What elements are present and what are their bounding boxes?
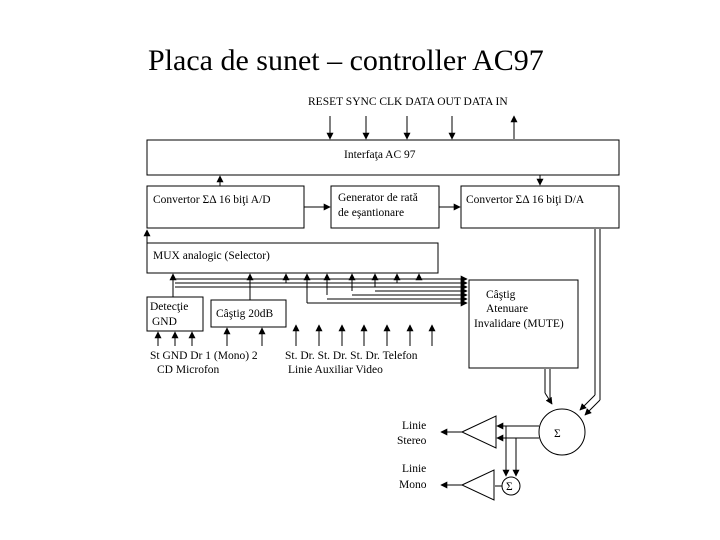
mono-amplifier (460, 469, 495, 501)
gnd-detect-label-1: Detecţie (150, 301, 188, 313)
mux-label: MUX analogic (Selector) (153, 250, 270, 262)
summing-node (538, 408, 586, 456)
mixer-label-1: Câştig (486, 289, 516, 301)
gnd-detect-label-2: GND (152, 316, 177, 328)
dac-label: Convertor ΣΔ 16 biţi D/A (466, 194, 585, 206)
page-title: Placa de sunet – controller AC97 (148, 44, 544, 77)
gain-box (210, 299, 287, 328)
mixer-box (468, 279, 579, 369)
top-signal-labels: RESET SYNC CLK DATA OUT DATA IN (308, 96, 508, 108)
inputs-left-row2: CD Microfon (157, 364, 220, 376)
gain-label: Câştig 20dB (216, 308, 274, 320)
interface-label: Interfaţa AC 97 (344, 149, 416, 161)
summing-node-symbol: Σ (554, 428, 561, 440)
top-signal-arrows (326, 115, 518, 140)
inputs-right-row2: Linie Auxiliar Video (288, 364, 383, 376)
rate-generator-label-2: de eşantionare (338, 207, 404, 219)
mono-output-label-2: Mono (399, 479, 427, 491)
rate-generator-label-1: Generator de rată (338, 192, 418, 204)
stereo-output-label-2: Stereo (397, 435, 427, 447)
dac-box (460, 185, 620, 229)
mono-summing-symbol: Σ (506, 481, 513, 493)
mono-output-label-1: Linie (402, 463, 426, 475)
stereo-amplifier (460, 415, 497, 449)
mixer-label-3: Invalidare (MUTE) (474, 318, 564, 330)
input-bus-lines (169, 273, 468, 307)
adc-box (146, 185, 305, 229)
inputs-left-row1: St GND Dr 1 (Mono) 2 (150, 350, 258, 362)
mux-box (146, 242, 439, 274)
adc-label: Convertor ΣΔ 16 biţi A/D (153, 194, 271, 206)
mixer-label-2: Atenuare (486, 303, 528, 315)
rate-generator-box (330, 185, 440, 229)
stereo-output-label-1: Linie (402, 420, 426, 432)
gnd-detect-box (146, 296, 204, 332)
inputs-right-row1: St. Dr. St. Dr. St. Dr. Telefon (285, 350, 418, 362)
ac97-interface-box (146, 139, 620, 176)
dac-output-lines (544, 229, 601, 416)
input-arrows (154, 324, 436, 346)
converter-arrows (143, 175, 544, 243)
